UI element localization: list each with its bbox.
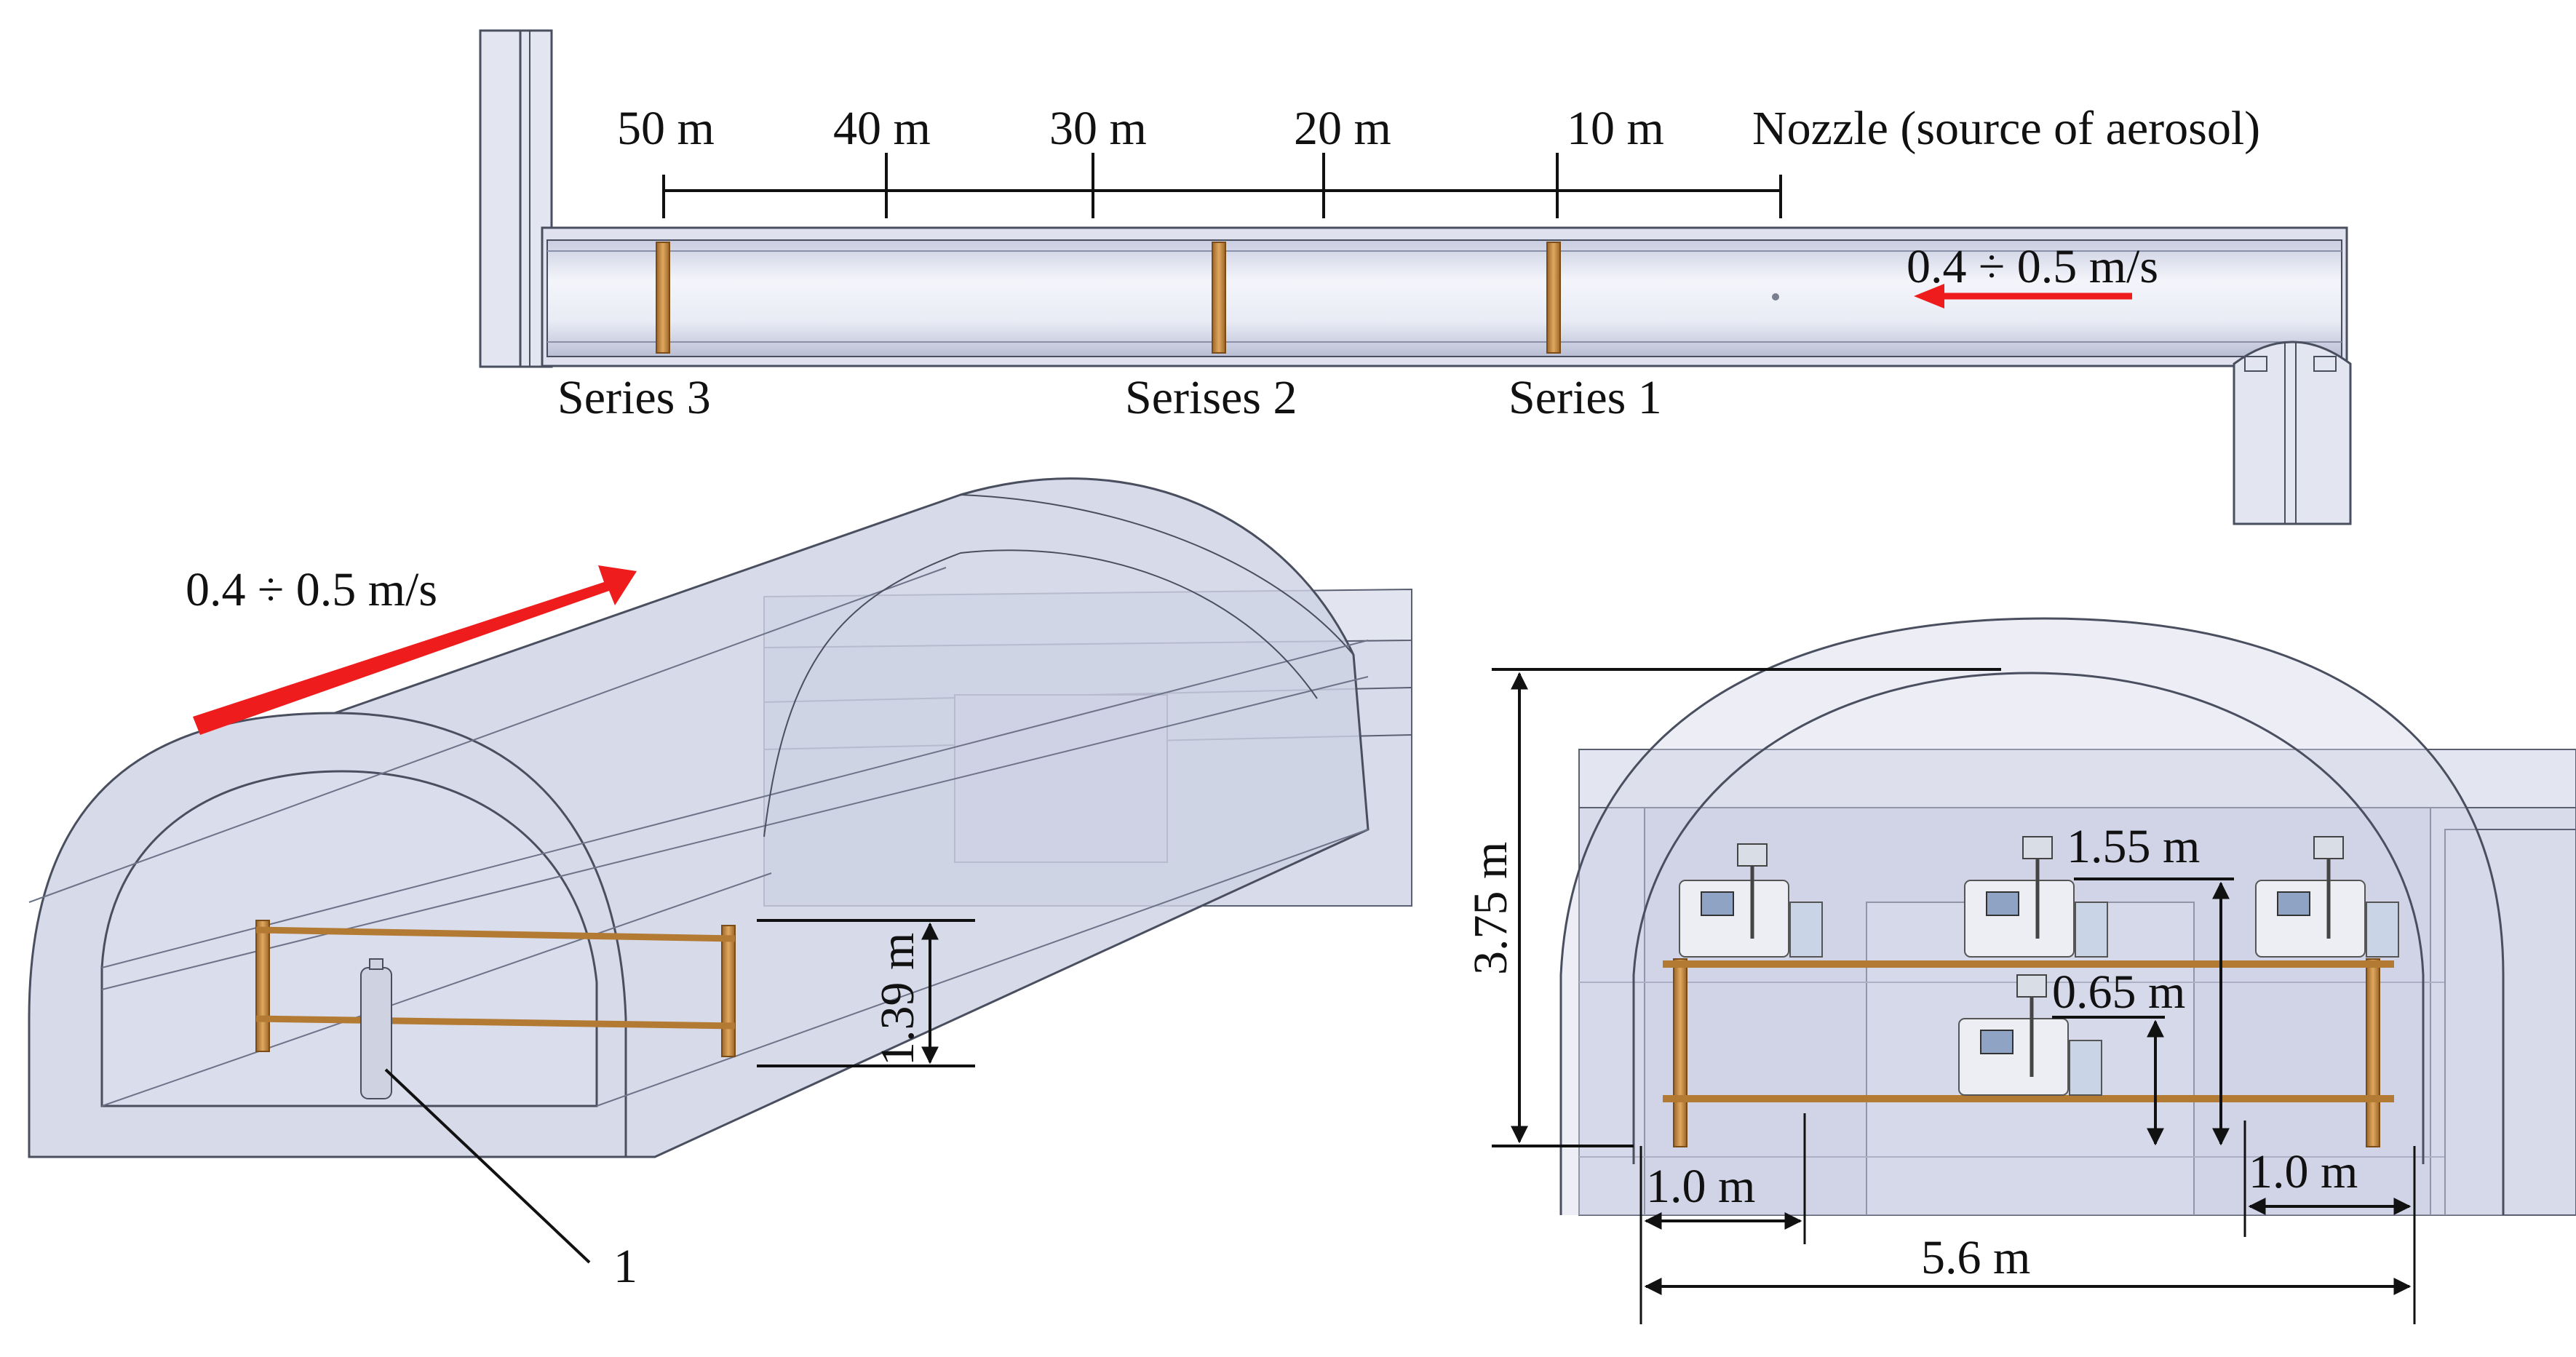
top-flow-speed: 0.4 ÷ 0.5 m/s <box>1907 240 2158 293</box>
left-offset-label: 1.0 m <box>1646 1160 1755 1213</box>
distance-ruler <box>662 153 1782 218</box>
height-label: 1.39 m <box>871 933 924 1066</box>
distance-label-50: 50 m <box>617 102 715 155</box>
nozzle-point <box>1772 293 1779 301</box>
sampler-frame <box>255 920 736 1099</box>
top-view: 50 m 40 m 30 m 20 m 10 m Nozzle (source … <box>479 29 2352 525</box>
distance-label-40: 40 m <box>833 102 931 155</box>
sampler-unit-right <box>2255 836 2399 958</box>
total-width-label: 5.6 m <box>1921 1231 2030 1284</box>
series-2-post <box>1212 242 1226 354</box>
nozzle-label: Nozzle (source of aerosol) <box>1752 102 2260 155</box>
total-height-dimension <box>1492 668 2001 1147</box>
series-3-label: Series 3 <box>557 371 711 424</box>
lower-height-label: 0.65 m <box>2052 966 2185 1019</box>
distance-label-20: 20 m <box>1294 102 1391 155</box>
cross-section: 3.75 m 1.55 m 0.65 m 1.0 m 1.0 m <box>1464 617 2576 1324</box>
series-3-post <box>656 242 670 354</box>
series-1-post <box>1546 242 1561 354</box>
inner-arch <box>1632 672 2425 1164</box>
callout-label: 1 <box>613 1240 637 1293</box>
callout-leader <box>384 1068 591 1264</box>
perspective-flow-arrow <box>193 565 637 735</box>
aerosol-cylinder <box>360 967 392 1099</box>
upper-height-dimension <box>2074 878 2234 1146</box>
upper-height-label: 1.55 m <box>2067 820 2200 873</box>
perspective-flow-speed: 0.4 ÷ 0.5 m/s <box>186 563 437 616</box>
left-offset-dimension <box>1639 1113 1806 1324</box>
shelf-frame <box>1663 958 2394 1147</box>
left-shaft <box>479 29 553 368</box>
right-offset-dimension <box>2243 1121 2416 1324</box>
top-flow-arrow <box>1914 284 2132 309</box>
series-1-label: Series 1 <box>1508 371 1662 424</box>
total-height-label: 3.75 m <box>1464 842 1517 975</box>
distance-label-30: 30 m <box>1049 102 1147 155</box>
distance-label-10: 10 m <box>1567 102 1664 155</box>
series-2-label: Serises 2 <box>1125 371 1297 424</box>
height-dimension <box>757 919 975 1067</box>
sampler-unit-center-top <box>1964 836 2108 958</box>
right-shaft <box>2233 341 2352 525</box>
right-offset-label: 1.0 m <box>2249 1145 2358 1198</box>
corridor-background <box>1578 749 2576 1216</box>
lower-height-dimension <box>2052 1016 2165 1146</box>
perspective-view: 1 0.4 ÷ 0.5 m/s 1.39 m <box>28 477 1412 1293</box>
sampler-unit-center-bottom <box>1958 974 2102 1096</box>
sampler-unit-left <box>1679 843 1823 958</box>
